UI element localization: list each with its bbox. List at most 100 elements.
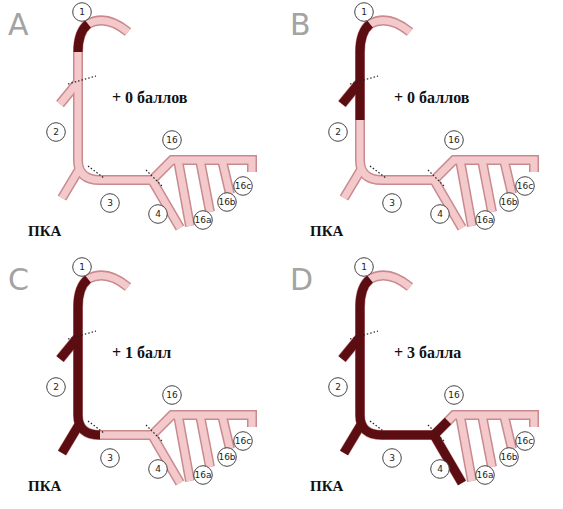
segment-circle-outline: [476, 466, 495, 485]
segment-number-text: 16c: [235, 437, 251, 446]
occluded-segment: [78, 24, 88, 52]
segment-number-text: 16c: [235, 182, 251, 191]
panel-a: [60, 20, 252, 228]
segment-number-text: 1: [361, 263, 367, 272]
segment-number-text: 1: [79, 8, 85, 17]
segment-circle-outline: [329, 123, 348, 142]
segment-circle-outline: [101, 449, 120, 468]
segment-number: 16a: [475, 210, 495, 230]
segment-number-text: 16b: [218, 198, 235, 207]
segment-circle-outline: [163, 131, 182, 150]
artery-name: ПКА: [28, 224, 61, 239]
segment-number-text: 16: [448, 136, 459, 145]
segment-number: 16: [162, 385, 182, 405]
vessel-outline: [342, 20, 534, 228]
segment-number-text: 4: [155, 210, 161, 219]
panel-letter: B: [290, 10, 311, 40]
segment-number-text: 4: [437, 465, 443, 474]
segment-circle-outline: [476, 211, 495, 230]
segment-number-text: 16c: [517, 182, 533, 191]
segment-number: 16c: [515, 176, 535, 196]
segment-circle-outline: [445, 131, 464, 150]
segment-circle-outline: [431, 460, 450, 479]
segment-circle-outline: [101, 194, 120, 213]
segment-number: 16a: [193, 210, 213, 230]
segment-number-text: 16: [448, 391, 459, 400]
segment-circle-outline: [355, 258, 374, 277]
panel-c: [60, 275, 252, 483]
segment-number-text: 2: [335, 383, 341, 392]
segment-circle-outline: [431, 205, 450, 224]
vessel-outline: [342, 275, 534, 483]
segment-number-text: 3: [107, 199, 113, 208]
vessel-outline: [60, 20, 252, 228]
segment-circle-outline: [73, 258, 92, 277]
vessel: [60, 275, 252, 483]
segment-circle-outline: [500, 193, 519, 212]
segment-circle-outline: [516, 432, 535, 451]
segment-number: 1: [354, 257, 374, 277]
segment-circle-outline: [194, 466, 213, 485]
segment-circle-outline: [445, 386, 464, 405]
segment-circle-outline: [234, 432, 253, 451]
segment-number-text: 1: [79, 263, 85, 272]
segment-number-text: 16: [166, 391, 177, 400]
segment-number: 2: [46, 377, 66, 397]
segment-circle-outline: [383, 449, 402, 468]
occluded-segment: [342, 24, 370, 120]
segment-circle-outline: [218, 193, 237, 212]
panel-letter: D: [290, 265, 313, 295]
vessel-outline: [60, 275, 252, 483]
segment-circle-outline: [47, 378, 66, 397]
segment-circle-outline: [149, 205, 168, 224]
score-label: + 0 баллов: [394, 90, 469, 106]
artery-name: ПКА: [28, 479, 61, 494]
segment-circle-outline: [73, 3, 92, 22]
segment-number: 1: [72, 2, 92, 22]
vessel: [60, 20, 252, 228]
segment-circle-outline: [218, 448, 237, 467]
artery-name: ПКА: [310, 224, 343, 239]
segment-number-text: 3: [389, 454, 395, 463]
segment-number: 4: [430, 204, 450, 224]
segment-number-text: 2: [53, 128, 59, 137]
segment-number-text: 16a: [195, 471, 212, 480]
segment-number: 16a: [475, 465, 495, 485]
segment-circle-outline: [383, 194, 402, 213]
segment-number-text: 2: [335, 128, 341, 137]
segment-number-text: 3: [107, 454, 113, 463]
segment-number: 1: [72, 257, 92, 277]
segment-number: 16b: [499, 192, 519, 212]
score-label: + 0 баллов: [112, 90, 187, 106]
segment-circle-outline: [355, 3, 374, 22]
score-label: + 1 балл: [112, 345, 171, 361]
segment-circle-outline: [234, 177, 253, 196]
vessel: [342, 20, 534, 228]
segment-number-text: 4: [437, 210, 443, 219]
segment-number: 4: [430, 459, 450, 479]
segment-number: 16a: [193, 465, 213, 485]
segment-number: 16c: [233, 176, 253, 196]
segment-number: 2: [328, 122, 348, 142]
segment-number-text: 1: [361, 8, 367, 17]
segment-number-text: 16a: [195, 216, 212, 225]
segment-number: 16b: [217, 447, 237, 467]
segment-circle-outline: [329, 378, 348, 397]
segment-number: 16: [444, 130, 464, 150]
segment-number-text: 16a: [477, 216, 494, 225]
segment-circle-outline: [500, 448, 519, 467]
segment-number: 4: [148, 459, 168, 479]
segment-circle-outline: [194, 211, 213, 230]
segment-number: 4: [148, 204, 168, 224]
segment-number: 16c: [515, 431, 535, 451]
segment-number-text: 16b: [500, 453, 517, 462]
segment-number: 16c: [233, 431, 253, 451]
segment-circle-outline: [163, 386, 182, 405]
segment-number: 16b: [499, 447, 519, 467]
panel-b: [342, 20, 534, 228]
segment-number-text: 16: [166, 136, 177, 145]
segment-number: 3: [100, 448, 120, 468]
occluded-segment: [60, 279, 100, 453]
